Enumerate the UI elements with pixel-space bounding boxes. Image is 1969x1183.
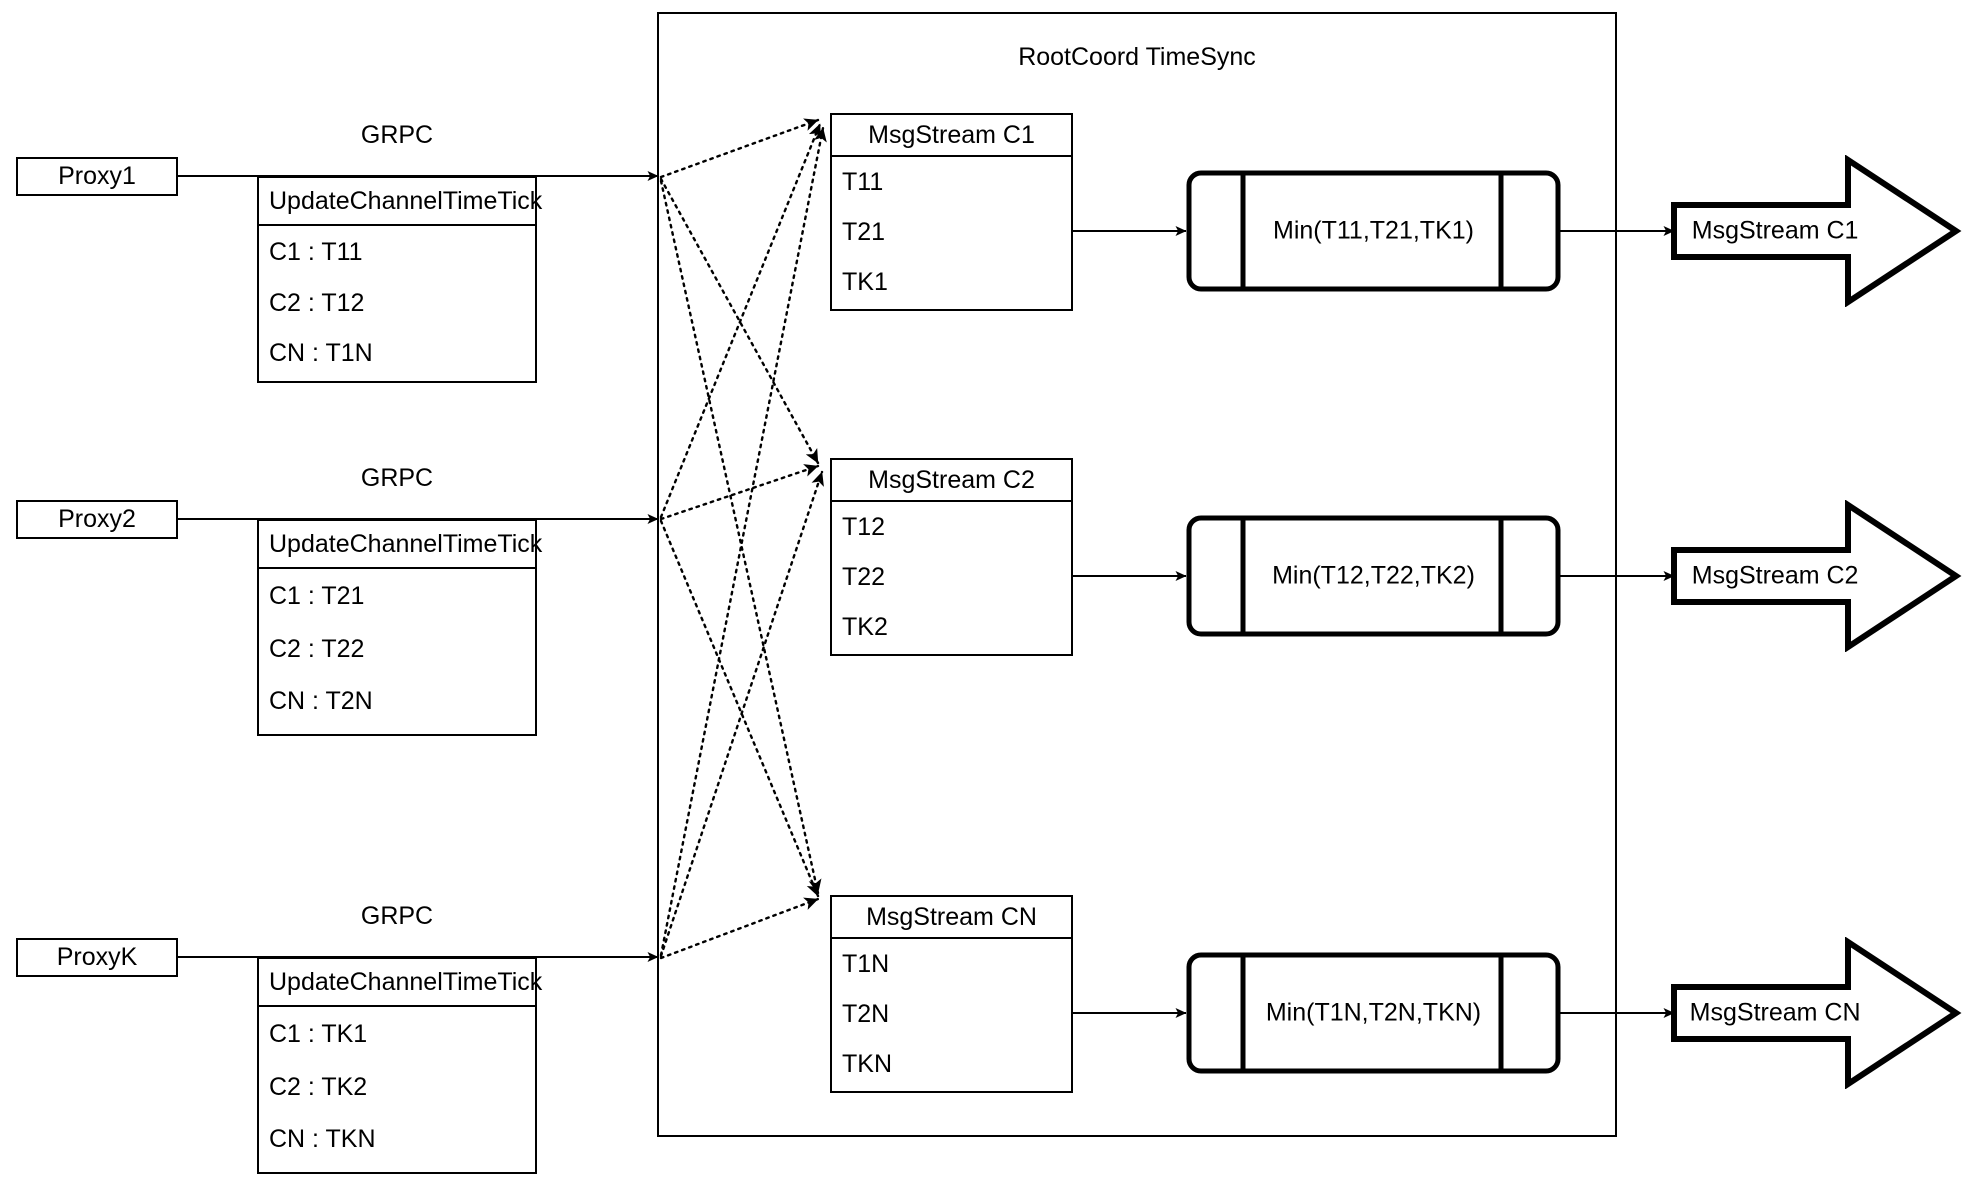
update-channel-timetick-entries: C1 : T21 C2 : T22 CN : T2N: [259, 569, 535, 734]
msgstream-entry: T2N: [842, 999, 890, 1028]
msgstream-box-1: MsgStream C1 T11 T21 TK1: [830, 113, 1073, 311]
update-channel-timetick-header: UpdateChannelTimeTick: [259, 959, 542, 1007]
msgstream-entry: TK2: [842, 612, 888, 641]
msgstream-entries: T11 T21 TK1: [832, 157, 1071, 309]
msgstream-box-3: MsgStream CN T1N T2N TKN: [830, 895, 1073, 1093]
msgstream-header: MsgStream C2: [832, 460, 1071, 502]
output-msgstream-arrow-3: MsgStream CN: [1670, 936, 1962, 1090]
min-process-2: Min(T12,T22,TK2): [1186, 515, 1561, 637]
min-process-3: Min(T1N,T2N,TKN): [1186, 952, 1561, 1074]
header-text: MsgStream C2: [868, 465, 1035, 494]
output-msgstream-label: MsgStream C2: [1691, 561, 1859, 590]
timetick-entry: C1 : T11: [269, 237, 363, 266]
msgstream-box-2: MsgStream C2 T12 T22 TK2: [830, 458, 1073, 656]
rootcoord-timesync-container: [657, 12, 1617, 1137]
msgstream-entry: T22: [842, 562, 886, 591]
msgstream-entries: T1N T2N TKN: [832, 939, 1071, 1091]
timetick-entry: C1 : T21: [269, 581, 365, 610]
grpc-link-label-2: GRPC: [360, 464, 434, 492]
msgstream-header: MsgStream CN: [832, 897, 1071, 939]
header-text: UpdateChannelTimeTick: [269, 529, 543, 558]
min-process-1: Min(T11,T21,TK1): [1186, 170, 1561, 292]
min-process-label: Min(T12,T22,TK2): [1272, 561, 1475, 590]
msgstream-entry: T1N: [842, 949, 890, 978]
update-channel-timetick-entries: C1 : T11 C2 : T12 CN : T1N: [259, 226, 535, 381]
timetick-entry: CN : TKN: [269, 1124, 376, 1153]
output-msgstream-label: MsgStream C1: [1691, 216, 1859, 245]
timetick-entry: CN : T1N: [269, 338, 373, 367]
grpc-link-label-1: GRPC: [360, 121, 434, 149]
update-channel-timetick-entries: C1 : TK1 C2 : TK2 CN : TKN: [259, 1007, 535, 1172]
timetick-entry: C2 : T12: [269, 288, 365, 317]
timetick-entry: CN : T2N: [269, 686, 373, 715]
timetick-entry: C1 : TK1: [269, 1019, 368, 1048]
output-msgstream-label: MsgStream CN: [1689, 998, 1861, 1027]
update-channel-timetick-header: UpdateChannelTimeTick: [259, 178, 542, 226]
update-channel-timetick-box-3: UpdateChannelTimeTick C1 : TK1 C2 : TK2 …: [257, 957, 542, 1174]
msgstream-entry: TKN: [842, 1049, 892, 1078]
update-channel-timetick-header: UpdateChannelTimeTick: [259, 521, 542, 569]
proxy-box-1[interactable]: Proxy1: [16, 157, 178, 196]
header-text: UpdateChannelTimeTick: [269, 186, 543, 215]
timetick-entry: C2 : T22: [269, 634, 365, 663]
min-process-label: Min(T1N,T2N,TKN): [1265, 998, 1482, 1027]
min-process-label: Min(T11,T21,TK1): [1273, 216, 1474, 245]
header-text: MsgStream CN: [866, 902, 1037, 931]
msgstream-entry: T12: [842, 512, 886, 541]
proxy-box-3[interactable]: ProxyK: [16, 938, 178, 977]
msgstream-header: MsgStream C1: [832, 115, 1071, 157]
update-channel-timetick-box-1: UpdateChannelTimeTick C1 : T11 C2 : T12 …: [257, 176, 542, 383]
msgstream-entry: T21: [842, 217, 886, 246]
grpc-link-label-3: GRPC: [360, 902, 434, 930]
output-msgstream-arrow-1: MsgStream C1: [1670, 154, 1962, 308]
update-channel-timetick-box-2: UpdateChannelTimeTick C1 : T21 C2 : T22 …: [257, 519, 542, 736]
proxy-label: Proxy1: [58, 162, 136, 190]
msgstream-entry: T11: [842, 167, 884, 196]
header-text: MsgStream C1: [868, 120, 1035, 149]
proxy-label: ProxyK: [56, 943, 138, 971]
rootcoord-timesync-title: RootCoord TimeSync: [1018, 43, 1256, 71]
timetick-entry: C2 : TK2: [269, 1072, 368, 1101]
msgstream-entries: T12 T22 TK2: [832, 502, 1071, 654]
header-text: UpdateChannelTimeTick: [269, 967, 543, 996]
proxy-label: Proxy2: [58, 505, 136, 533]
output-msgstream-arrow-2: MsgStream C2: [1670, 499, 1962, 653]
proxy-box-2[interactable]: Proxy2: [16, 500, 178, 539]
msgstream-entry: TK1: [842, 267, 888, 296]
